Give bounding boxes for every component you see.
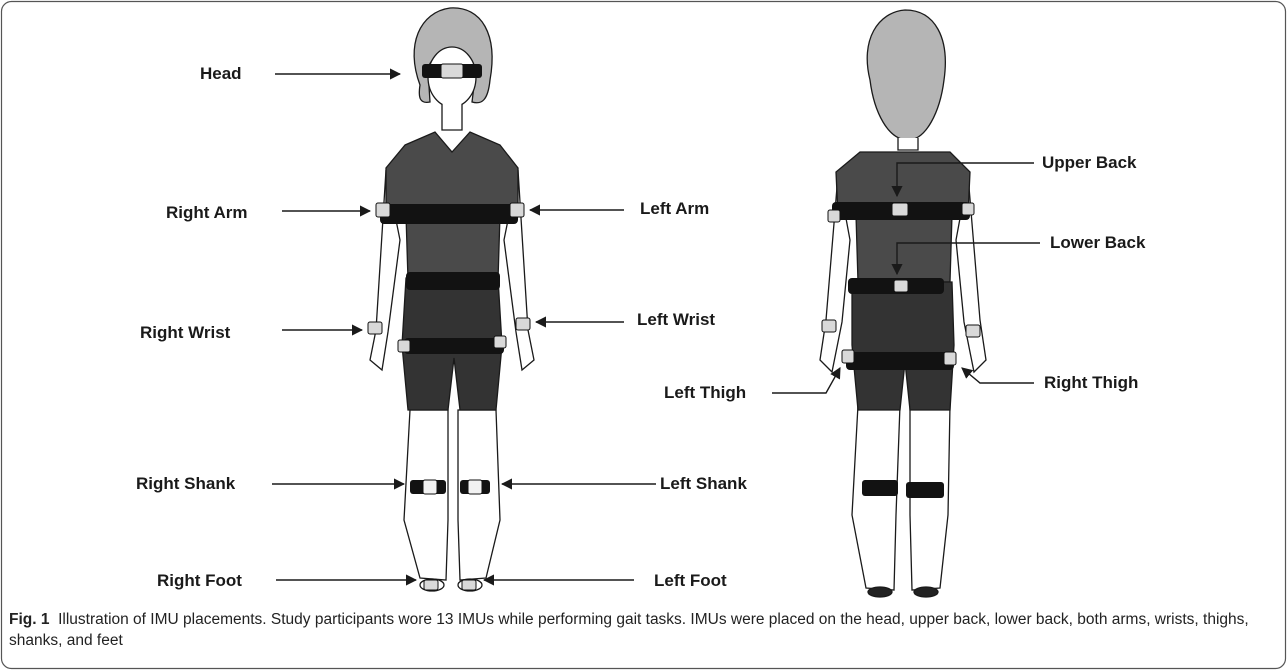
right-arm-sensor <box>376 203 390 217</box>
back-right-arm-sensor <box>828 210 840 222</box>
back-right-thigh-sensor <box>944 352 956 365</box>
upper-back-sensor <box>892 203 908 216</box>
label-right-shank: Right Shank <box>136 474 236 493</box>
label-right-foot: Right Foot <box>157 571 242 590</box>
label-right-wrist: Right Wrist <box>140 323 231 342</box>
back-thigh-strap <box>846 352 954 370</box>
figure-caption: Fig. 1 Illustration of IMU placements. S… <box>9 609 1271 651</box>
thigh-strap <box>404 338 504 354</box>
label-left-thigh: Left Thigh <box>664 383 746 402</box>
label-lower-back: Lower Back <box>1050 233 1146 252</box>
back-left-wrist-sensor <box>822 320 836 332</box>
left-wrist-sensor <box>516 318 530 330</box>
waist-strap <box>406 272 500 290</box>
arm-strap <box>380 204 518 224</box>
head-sensor <box>441 64 463 78</box>
label-left-foot: Left Foot <box>654 571 727 590</box>
front-right-thigh-sensor <box>398 340 410 352</box>
label-right-thigh: Right Thigh <box>1044 373 1138 392</box>
back-right-shank-strap <box>906 482 944 498</box>
caption-prefix: Fig. 1 <box>9 611 49 628</box>
left-shank-sensor <box>468 480 482 494</box>
back-left-arm-sensor <box>962 203 974 215</box>
lower-back-sensor <box>894 280 908 292</box>
back-figure <box>820 10 986 597</box>
label-right-arm: Right Arm <box>166 203 248 222</box>
label-head: Head <box>200 64 242 83</box>
arrow-right-thigh <box>962 368 1034 383</box>
label-left-arm: Left Arm <box>640 199 709 218</box>
back-right-wrist-sensor <box>966 325 980 337</box>
label-left-wrist: Left Wrist <box>637 310 715 329</box>
back-left-shank-strap <box>862 480 898 496</box>
label-left-shank: Left Shank <box>660 474 747 493</box>
front-figure <box>370 8 534 591</box>
left-arm-sensor <box>510 203 524 217</box>
arrow-left-thigh <box>772 368 840 393</box>
back-left-thigh-sensor <box>842 350 854 363</box>
labels: Head Right Arm Left Arm Right Wrist Left… <box>136 64 1146 590</box>
left-foot-sensor <box>462 580 476 590</box>
right-shank-sensor <box>423 480 437 494</box>
caption-text: Illustration of IMU placements. Study pa… <box>9 611 1249 649</box>
right-foot-sensor <box>424 580 438 590</box>
front-left-thigh-sensor <box>494 336 506 348</box>
right-wrist-sensor <box>368 322 382 334</box>
label-upper-back: Upper Back <box>1042 153 1137 172</box>
